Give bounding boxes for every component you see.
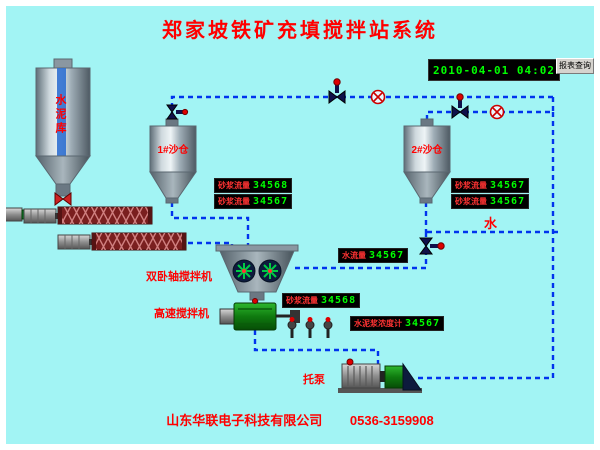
sand-silo-1-body: [149, 125, 197, 173]
sand-silo-1-outlet: [165, 197, 179, 204]
display-value: 34568: [321, 295, 357, 306]
footer: 山东华联电子科技有限公司 0536-3159908: [0, 410, 600, 429]
datetime-value: 2010-04-01 04:02: [433, 64, 555, 77]
sand-silo-2-outlet: [419, 197, 433, 204]
high-speed-mixer-label: 高速搅拌机: [154, 308, 209, 320]
display-label: 砂浆流量: [286, 296, 318, 305]
display-label: 砂浆流量: [218, 197, 250, 206]
sand-silo-2: [403, 118, 451, 204]
display-label: 砂浆流量: [218, 181, 250, 190]
display-water-flow: 水流量 34567: [338, 248, 409, 263]
display-value: 34567: [369, 250, 405, 261]
display-label: 砂浆流量: [455, 197, 487, 206]
display-label: 水泥浆浓度计: [354, 319, 402, 328]
display-silo1-flow-b: 砂浆流量 34567: [214, 194, 293, 209]
screw-conveyor-1: [57, 206, 153, 225]
sand-silo-1-label: 1#沙仓: [157, 145, 189, 156]
pump-label: 托泵: [303, 374, 325, 386]
silo1-top-valve-icon[interactable]: [166, 104, 189, 120]
display-silo1-flow-a: 砂浆流量 34568: [214, 178, 293, 193]
display-label: 砂浆流量: [455, 181, 487, 190]
mixer-impeller-left-icon: [232, 259, 256, 283]
circle-valve-2-icon[interactable]: [489, 104, 505, 120]
sensor-valve-3-icon[interactable]: [323, 317, 333, 338]
cement-silo-outlet: [55, 183, 71, 197]
pipe-hsmixer-to-pump: [253, 330, 380, 364]
sand-silo-1: [149, 118, 197, 204]
cement-silo-cone: [35, 155, 91, 185]
display-value: 34568: [253, 180, 289, 191]
pipe-silo1-out: [170, 202, 250, 250]
display-value: 34567: [253, 196, 289, 207]
motor-valve-1-icon[interactable]: [328, 78, 346, 104]
cement-silo: [35, 58, 91, 206]
display-value: 34567: [405, 318, 441, 329]
display-value: 34567: [490, 196, 526, 207]
twin-shaft-mixer: [215, 244, 299, 301]
display-mortar-flow: 砂浆流量 34568: [282, 293, 361, 308]
conveyor-motor-2: [57, 234, 92, 250]
cement-silo-valve-icon[interactable]: [54, 192, 72, 206]
piston-pump: [338, 358, 422, 393]
sand-silo-2-label: 2#沙仓: [411, 145, 443, 156]
sand-silo-2-cone: [403, 171, 451, 199]
page-title: 郑家坡铁矿充填搅拌站系统: [162, 20, 438, 42]
sensor-valve-2-icon[interactable]: [305, 317, 315, 338]
motor-valve-2-icon[interactable]: [451, 93, 469, 119]
mixer-impeller-right-icon: [258, 259, 282, 283]
cement-silo-label: 水泥库: [54, 94, 66, 136]
display-label: 水流量: [342, 251, 366, 260]
high-speed-mixer: [219, 298, 300, 331]
report-query-button[interactable]: 报表查询: [556, 58, 594, 74]
display-silo2-flow-a: 砂浆流量 34567: [451, 178, 530, 193]
water-valve-icon[interactable]: [419, 237, 445, 255]
phone-number: 0536-3159908: [349, 413, 434, 428]
pipe-pump-discharge: [418, 232, 555, 380]
company-name: 山东华联电子科技有限公司: [166, 413, 323, 428]
screw-conveyor-2: [91, 232, 187, 251]
display-value: 34567: [490, 180, 526, 191]
circle-valve-1-icon[interactable]: [370, 89, 386, 105]
display-silo2-flow-b: 砂浆流量 34567: [451, 194, 530, 209]
water-label: 水: [484, 216, 498, 231]
datetime-display: 2010-04-01 04:02: [428, 59, 560, 81]
pipe-network: [170, 95, 558, 380]
conveyor-motor-1: [23, 208, 58, 224]
sand-silo-1-cone: [149, 171, 197, 199]
display-slurry-density: 水泥浆浓度计 34567: [350, 316, 445, 331]
cement-silo-stripe: [57, 68, 66, 156]
sensor-valve-1-icon[interactable]: [287, 317, 297, 338]
twin-shaft-mixer-label: 双卧轴搅拌机: [146, 271, 212, 283]
sand-silo-2-body: [403, 125, 451, 173]
